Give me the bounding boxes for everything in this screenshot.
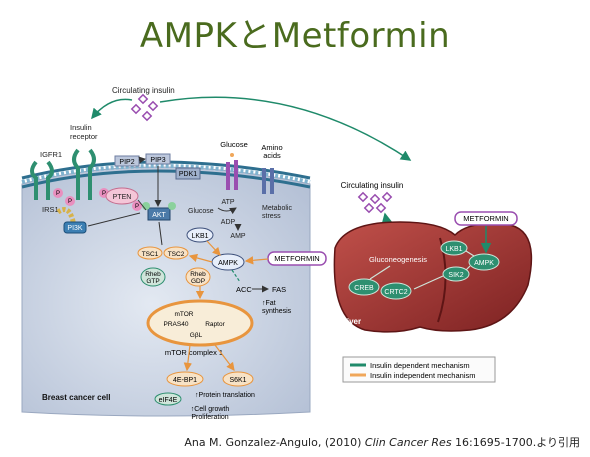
metformin-cell-box: METFORMIN	[267, 251, 327, 266]
legend-label-insulin-independent: Insulin independent mechanism	[370, 371, 475, 380]
svg-text:GβL: GβL	[190, 332, 203, 339]
svg-text:Liver: Liver	[342, 317, 361, 326]
svg-text:AMPK: AMPK	[474, 260, 494, 267]
svg-text:FAS: FAS	[272, 285, 286, 294]
svg-text:PIP3: PIP3	[150, 157, 165, 164]
irs1-chain	[56, 207, 76, 231]
svg-text:LKB1: LKB1	[191, 233, 208, 240]
mtor-complex-1: mTOR PRAS40 Raptor GβL mTOR complex 1	[146, 299, 254, 357]
svg-text:↑Fat: ↑Fat	[262, 300, 276, 307]
svg-text:AMP: AMP	[230, 233, 246, 240]
svg-text:Rheb: Rheb	[190, 271, 206, 278]
svg-text:SIK2: SIK2	[448, 272, 463, 279]
citation-author: Ana M. Gonzalez-Angulo, (2010)	[184, 436, 365, 449]
irs1-label: IRS1	[42, 205, 59, 214]
citation: Ana M. Gonzalez-Angulo, (2010) Clin Canc…	[184, 434, 580, 450]
akt-node: AKT	[142, 202, 176, 221]
svg-text:Circulating insulin: Circulating insulin	[112, 86, 175, 95]
svg-text:GTP: GTP	[146, 278, 159, 285]
pdk1-node: PDK1	[175, 167, 201, 180]
legend-label-insulin-dependent: Insulin dependent mechanism	[370, 361, 470, 370]
svg-text:eIF4E: eIF4E	[159, 397, 178, 404]
svg-text:ATP: ATP	[221, 199, 234, 206]
svg-text:PTEN: PTEN	[113, 194, 132, 201]
svg-text:Glucose: Glucose	[188, 208, 214, 215]
pten-node: PTEN	[105, 187, 139, 205]
svg-text:PIP2: PIP2	[119, 159, 134, 166]
svg-text:Metabolic: Metabolic	[262, 205, 292, 212]
svg-text:Amino: Amino	[261, 143, 282, 152]
svg-text:P: P	[56, 191, 60, 197]
svg-text:TSC1: TSC1	[142, 251, 159, 258]
svg-text:↑Cell growth: ↑Cell growth	[191, 406, 230, 413]
svg-text:PRAS40: PRAS40	[164, 321, 189, 328]
liver: Liver Gluconeogenesis	[333, 221, 533, 333]
svg-text:↑Protein translation: ↑Protein translation	[195, 392, 255, 399]
amino-acid-transporter: Amino acids	[261, 143, 283, 194]
ampk-cell: AMPK	[211, 253, 245, 271]
insulin-receptor	[72, 148, 96, 200]
svg-text:P: P	[102, 191, 106, 197]
tsc-complex: TSC1 TSC2	[137, 246, 189, 260]
slide-title: AMPKとMetformin	[139, 16, 451, 56]
svg-text:P: P	[68, 199, 72, 205]
liver-nodes: CREB CRTC2 LKB1 AMPK SIK2	[348, 240, 500, 300]
circulating-insulin-liver: Circulating insulin	[341, 181, 404, 239]
svg-text:AKT: AKT	[152, 212, 166, 219]
energy-metabolism: Glucose ATP ADP AMP Metabolic stress	[188, 199, 292, 240]
svg-text:METFORMIN: METFORMIN	[463, 214, 508, 223]
svg-text:mTOR complex 1: mTOR complex 1	[165, 348, 223, 357]
svg-text:Rheb: Rheb	[145, 271, 161, 278]
svg-text:Proliferation: Proliferation	[191, 414, 228, 421]
svg-text:AMPK: AMPK	[218, 260, 238, 267]
svg-text:LKB1: LKB1	[445, 246, 462, 253]
svg-text:synthesis: synthesis	[262, 308, 292, 315]
pip-nodes: PIP2 PIP3	[114, 153, 171, 167]
svg-text:PDK1: PDK1	[179, 171, 197, 178]
igfr1-receptor: IGFR1	[30, 150, 62, 200]
phosphate-markers: P P P P	[53, 188, 142, 211]
svg-text:TSC2: TSC2	[168, 251, 185, 258]
svg-text:ACC: ACC	[236, 285, 252, 294]
circulating-insulin-top: Circulating insulin	[91, 86, 412, 161]
acc-fas: ACC FAS ↑Fat synthesis	[231, 269, 292, 315]
glucose-transporter: Glucose	[220, 140, 248, 190]
svg-text:CRTC2: CRTC2	[384, 289, 407, 296]
mechanism-legend: Insulin dependent mechanism Insulin inde…	[342, 356, 496, 383]
citation-rest: 16:1695-1700.より引用	[451, 436, 580, 449]
lkb1-cell: LKB1	[186, 227, 214, 243]
metformin-liver-box: METFORMIN	[454, 211, 518, 254]
svg-text:Circulating insulin: Circulating insulin	[341, 181, 404, 190]
svg-text:4E-BP1: 4E-BP1	[173, 377, 197, 384]
rheb-nodes: Rheb GTP Rheb GDP	[140, 267, 211, 287]
svg-text:METFORMIN: METFORMIN	[274, 254, 319, 263]
pi3k-box: PI3K	[63, 221, 87, 234]
citation-journal: Clin Cancer Res	[364, 436, 452, 449]
svg-text:acids: acids	[263, 151, 281, 160]
svg-text:receptor: receptor	[70, 132, 98, 141]
svg-text:mTOR: mTOR	[174, 311, 193, 318]
svg-text:stress: stress	[262, 213, 281, 220]
downstream-targets: 4E-BP1 S6K1 eIF4E ↑Protein translation ↑…	[154, 344, 255, 421]
svg-text:Glucose: Glucose	[220, 140, 248, 149]
svg-text:Raptor: Raptor	[205, 321, 225, 328]
svg-text:PI3K: PI3K	[67, 225, 83, 232]
svg-text:GDP: GDP	[191, 278, 205, 285]
insulin-receptor-label: Insulin	[70, 123, 92, 132]
svg-text:S6K1: S6K1	[229, 377, 246, 384]
svg-text:IGFR1: IGFR1	[40, 150, 62, 159]
svg-text:Gluconeogenesis: Gluconeogenesis	[369, 255, 427, 264]
svg-text:P: P	[135, 204, 139, 210]
breast-cancer-cell-label: Breast cancer cell	[42, 393, 111, 402]
svg-text:CREB: CREB	[354, 285, 374, 292]
svg-text:ADP: ADP	[221, 219, 236, 226]
